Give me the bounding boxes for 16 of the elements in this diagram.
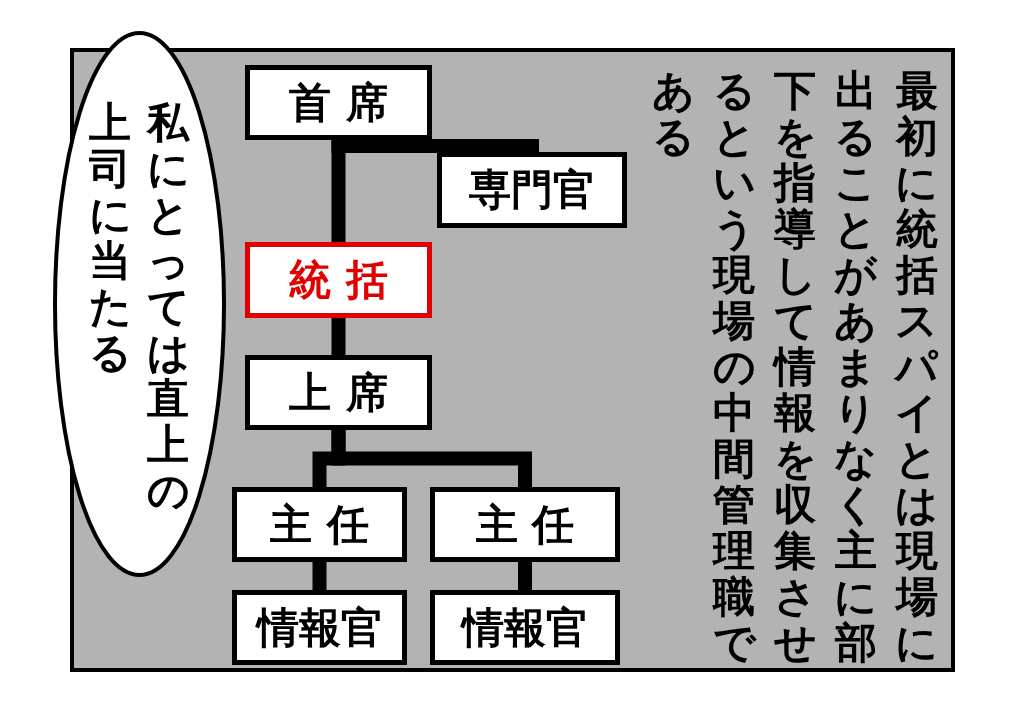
connector-line [331,138,539,154]
vertical-text: 最初に統括スパイとは現場に出ることがあまりなく主に部下を指導して情報を収集させるという現場の中間管理職である [650,68,940,668]
connector-line [331,430,532,487]
connector-line [331,318,346,355]
position-box: 主 任 [430,487,620,562]
position-box: 統 括 [245,242,432,318]
position-box: 情報官 [232,590,407,665]
position-box: 上 席 [245,355,432,430]
position-box: 首 席 [245,65,432,140]
position-box: 主 任 [232,487,407,562]
position-box: 情報官 [430,590,620,665]
speech-bubble [52,30,227,578]
position-box: 専門官 [437,152,627,228]
speech-text: 私にとっては直上の上司に当たる [88,100,190,517]
connector-line [518,562,532,590]
connector-line [312,562,327,590]
